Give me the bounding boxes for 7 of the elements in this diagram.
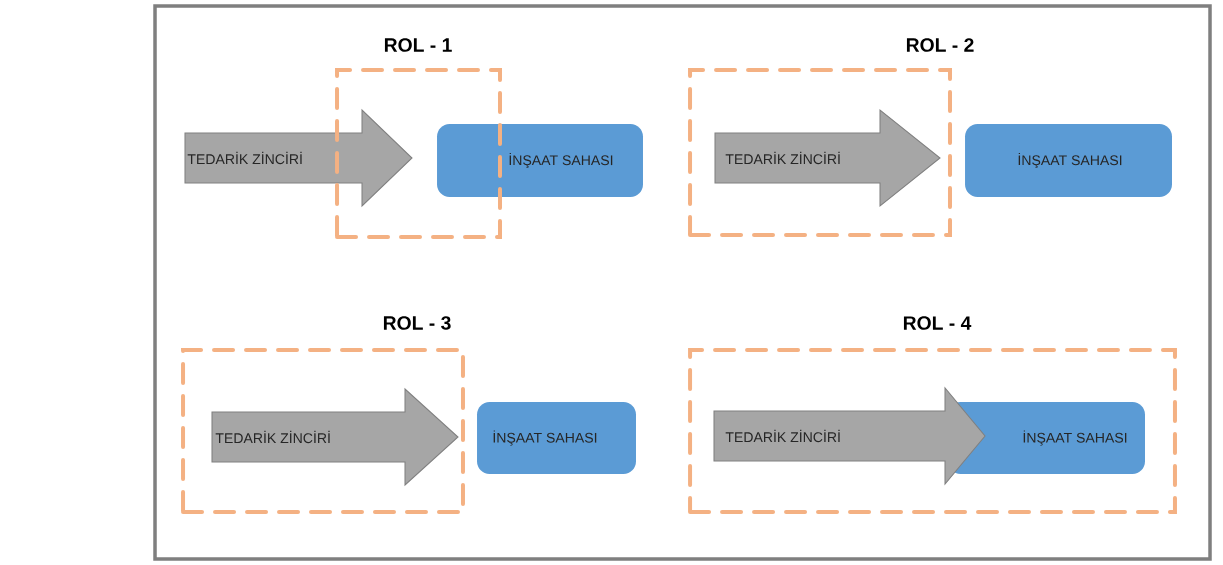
site-box: İNŞAAT SAHASI: [965, 124, 1172, 197]
frame-heading: ROL - 2: [906, 38, 974, 52]
frame-heading: ROL - 4: [903, 316, 972, 330]
frame-heading: ROL - 3: [383, 316, 451, 330]
frame-heading: ROL - 1: [384, 38, 452, 52]
site-box: İNŞAAT SAHASI: [477, 402, 636, 474]
site-box: İNŞAAT SAHASI: [437, 124, 643, 197]
